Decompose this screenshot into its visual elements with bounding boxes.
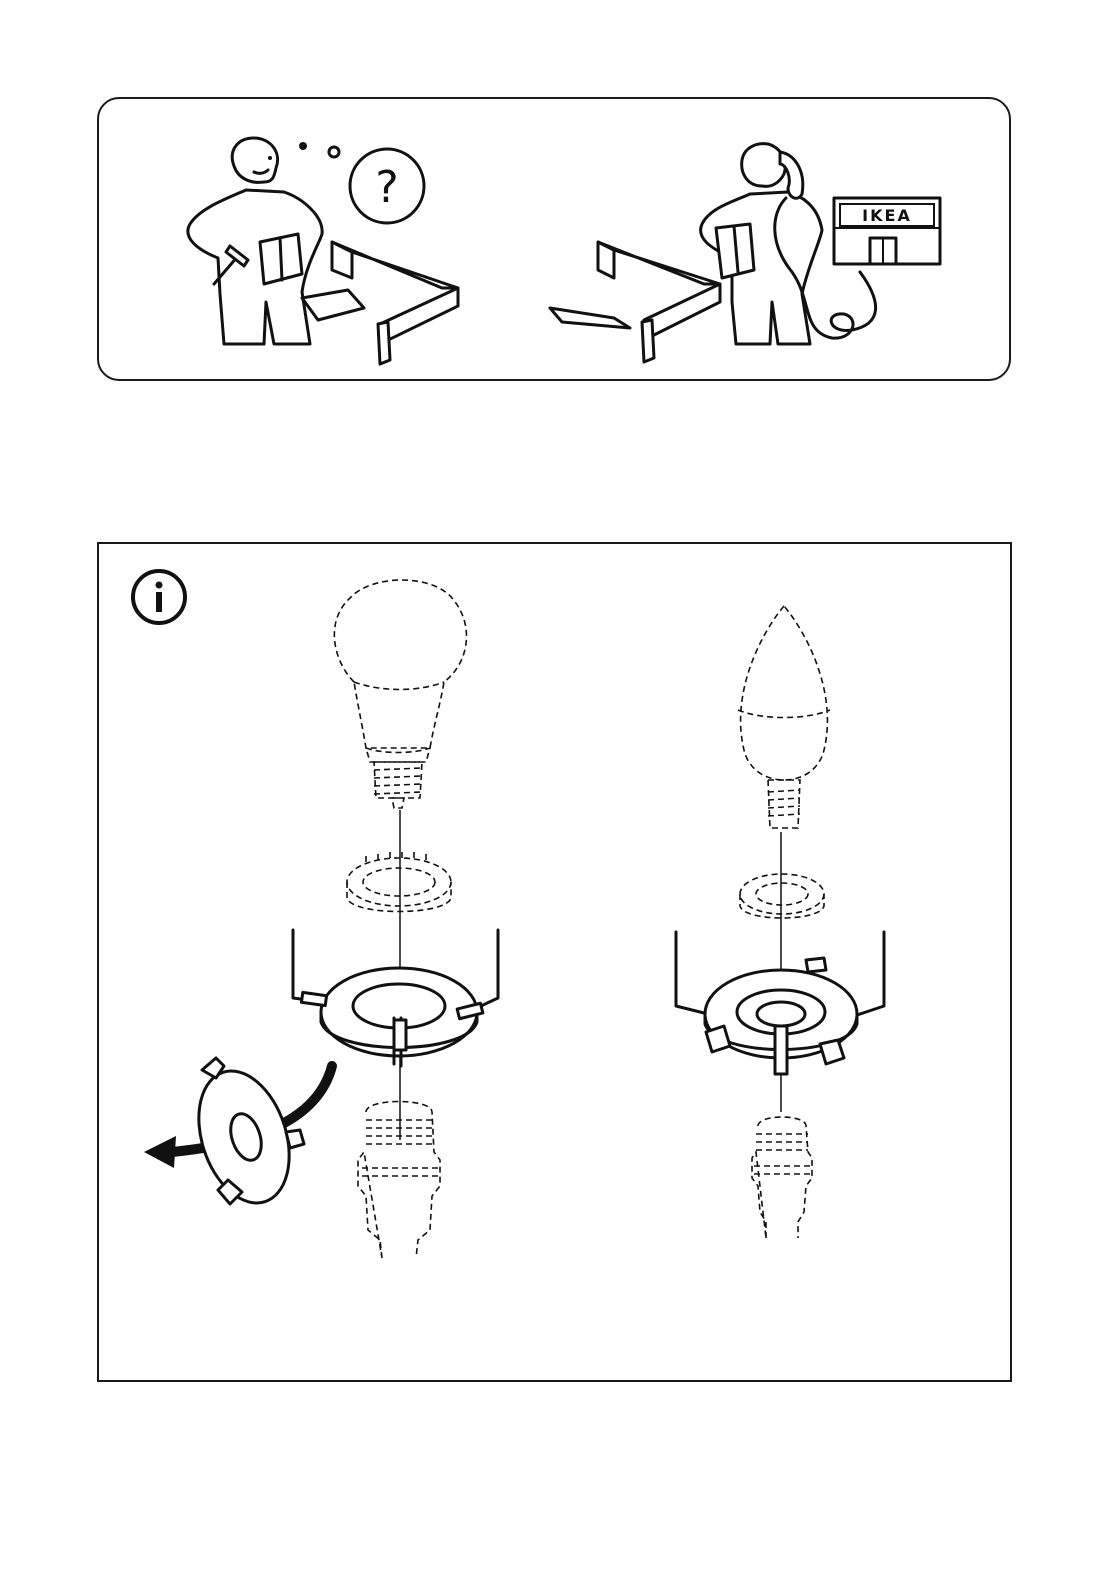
thought-bubbles: ? [299,142,424,223]
help-illustration: ? [99,99,1013,383]
furniture-parts-right [550,242,720,362]
shade-ring-left [293,930,498,1066]
help-panel: ? [97,97,1011,381]
confused-person-figure [188,138,322,344]
ring-nut-right [740,874,824,918]
globe-bulb [334,580,466,808]
shade-ring-right [676,932,884,1074]
info-panel [97,542,1012,1382]
socket-left [358,1102,440,1259]
furniture-parts-left [302,242,458,364]
info-icon [133,571,185,623]
bulb-assembly-illustration [99,544,1014,1384]
svg-text:?: ? [375,162,398,213]
spare-locking-ring [183,1058,305,1215]
ring-nut-left [347,848,451,912]
store-sign-text: IKEA [862,206,912,225]
candle-bulb [738,606,830,828]
ikea-store-icon: IKEA [834,198,940,264]
socket-right [752,1117,812,1238]
